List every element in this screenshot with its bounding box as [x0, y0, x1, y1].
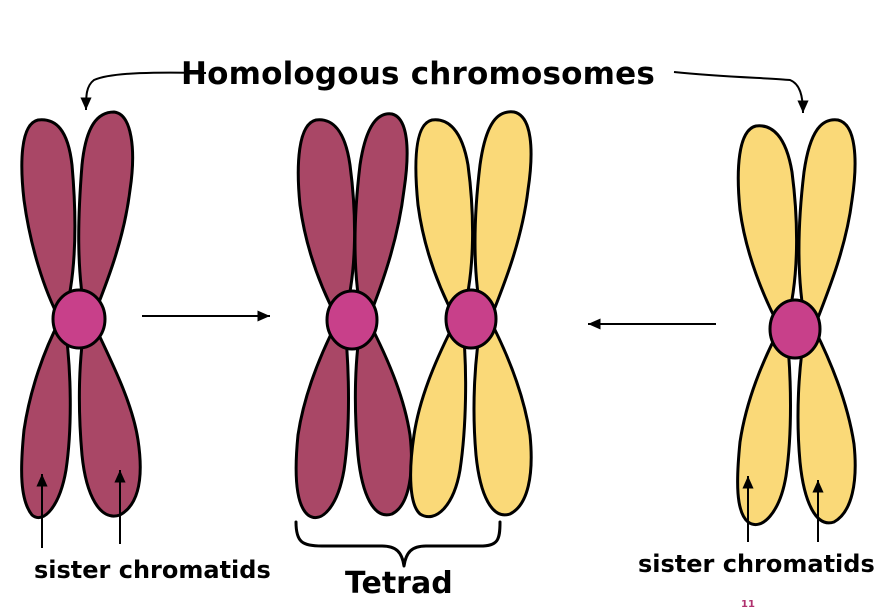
arrow-title-to-left	[80, 71, 207, 111]
left-centromere	[51, 288, 107, 350]
right-chromosome	[736, 118, 857, 526]
tetrad-yellow-centromere	[444, 288, 498, 350]
tetrad-maroon-centromere	[325, 289, 379, 351]
right-centromere	[768, 298, 822, 360]
arrows	[36, 71, 824, 548]
page-number: 11	[741, 599, 755, 610]
arrow-title-to-right	[673, 71, 809, 114]
label-tetrad: Tetrad	[345, 566, 453, 601]
label-sister-chromatids-right: sister chromatids	[638, 550, 875, 578]
label-sister-chromatids-left: sister chromatids	[34, 556, 271, 584]
left-chromosome	[20, 110, 142, 519]
tetrad-maroon-chromosome	[294, 112, 413, 519]
tetrad-yellow-chromosome	[409, 110, 533, 519]
title-homologous-chromosomes: Homologous chromosomes	[180, 56, 656, 92]
tetrad-brace	[294, 520, 502, 568]
